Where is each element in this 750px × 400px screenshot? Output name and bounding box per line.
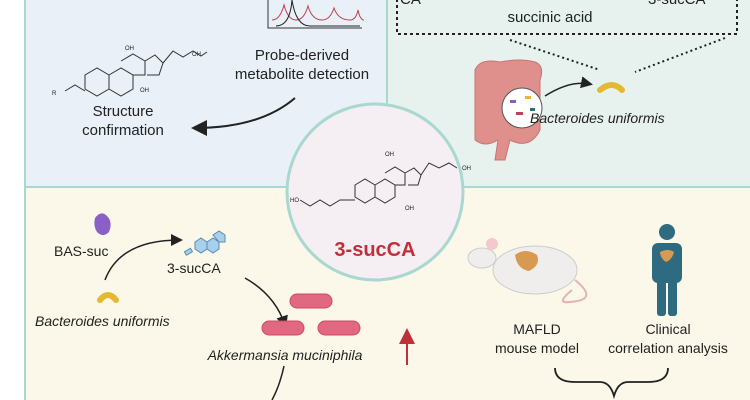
bacteroides-icon — [597, 82, 625, 93]
oh-label: OH — [140, 88, 149, 94]
reaction-box — [396, 0, 738, 35]
bacteroides-label-top: Bacteroides uniformis — [530, 110, 665, 126]
clinical-label-line1: Clinical — [645, 321, 690, 337]
microbiome-icon — [501, 87, 543, 129]
compound-title: 3-sucCA — [334, 239, 415, 261]
arrow-down — [271, 365, 285, 400]
oh-label: OH — [192, 52, 201, 58]
mouse-label-line1: MAFLD — [513, 321, 560, 337]
detection-label-line2: metabolite detection — [235, 66, 369, 83]
dotted-connector-left — [509, 39, 601, 71]
mouse-icon — [467, 238, 588, 304]
arrow-to-akkermansia — [244, 277, 288, 328]
bile-acid-structure-icon — [64, 50, 208, 97]
akkermansia-icon — [261, 293, 361, 336]
akkermansia-label: Akkermansia muciniphila — [207, 347, 363, 363]
arrow-to-3succa — [104, 234, 183, 281]
bacteroides-label-bottom: Bacteroides uniformis — [35, 313, 170, 329]
product-label: 3-sucCA — [167, 260, 221, 276]
clinical-label-line2: correlation analysis — [608, 340, 728, 356]
detection-label-line1: Probe-derived — [255, 47, 349, 64]
arrow-detection-to-structure — [191, 97, 296, 136]
oh-label: OH — [405, 206, 414, 212]
mouse-label-line2: mouse model — [495, 340, 579, 356]
reaction-product: 3-sucCA — [648, 0, 706, 8]
reaction-substrate: CA — [400, 0, 421, 8]
reaction-cosubstrate: succinic acid — [507, 9, 592, 26]
ho-label: HO — [290, 198, 299, 204]
enzyme-label: BAS-suc — [54, 243, 108, 259]
oh-label: OH — [125, 46, 134, 52]
bacteroides-icon — [97, 292, 119, 303]
3-succa-molecule-icon — [183, 230, 226, 256]
structure-label-line1: Structure — [93, 103, 154, 120]
structure-label-line2: confirmation — [82, 122, 164, 139]
arrow-to-bacterium — [544, 76, 593, 97]
bas-suc-enzyme-icon — [94, 213, 111, 235]
r-group-label: R — [52, 91, 57, 97]
oh-label: OH — [385, 152, 394, 158]
oh-label: OH — [462, 166, 471, 172]
3-succa-structure-icon — [299, 162, 458, 207]
grouping-brace — [554, 367, 669, 400]
chromatogram-icon — [267, 0, 365, 29]
dotted-connector-right — [634, 37, 726, 73]
person-icon — [652, 224, 682, 316]
